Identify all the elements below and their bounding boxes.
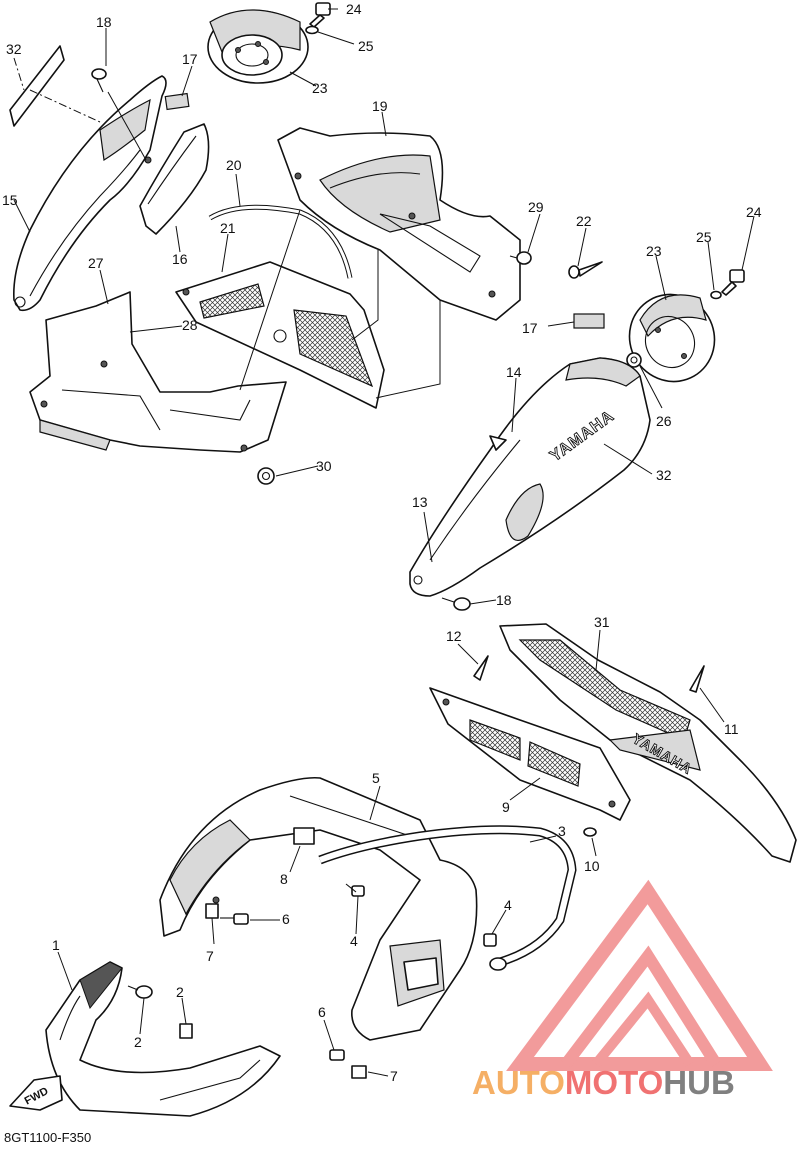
part-4-bolt-right <box>483 933 497 947</box>
callout-32-right: 32 <box>656 467 672 483</box>
part-14-muffler-cover: YAMAHA <box>409 357 651 597</box>
callout-8: 8 <box>280 871 288 887</box>
callout-29: 29 <box>528 199 544 215</box>
part-6-bolt-center <box>220 913 249 925</box>
callout-21: 21 <box>220 220 236 236</box>
callout-18: 18 <box>96 14 112 30</box>
part-2-screw-right <box>179 1023 193 1039</box>
part-23-end-cap-right <box>628 293 716 383</box>
part-4-bolt-center <box>345 883 365 897</box>
callout-6: 6 <box>282 911 290 927</box>
callout-labels: 24 25 23 18 32 17 15 16 20 19 21 27 28 3… <box>2 1 762 1084</box>
callout-11: 11 <box>724 721 739 737</box>
part-10-clip <box>583 827 597 837</box>
callout-5: 5 <box>372 770 380 786</box>
fwd-arrow: FWD <box>9 1075 63 1111</box>
callout-17-right: 17 <box>522 320 538 336</box>
callout-25: 25 <box>358 38 374 54</box>
callout-4-center: 4 <box>350 933 358 949</box>
callout-2-right: 2 <box>176 984 184 1000</box>
callout-2-left: 2 <box>134 1034 142 1050</box>
callout-28: 28 <box>182 317 198 333</box>
callout-7-lower: 7 <box>390 1068 398 1084</box>
callout-7-center: 7 <box>206 948 214 964</box>
callout-14: 14 <box>506 364 522 380</box>
watermark-triangle-icon <box>506 879 773 1071</box>
callout-30: 30 <box>316 458 332 474</box>
part-9-mesh-bracket <box>429 687 631 821</box>
part-25-washer-right <box>710 290 722 300</box>
part-3-stay-bar <box>318 825 577 971</box>
callout-20: 20 <box>226 157 242 173</box>
callout-12: 12 <box>446 628 462 644</box>
part-8-damper <box>293 827 315 845</box>
callout-23-right: 23 <box>646 243 662 259</box>
callout-17: 17 <box>182 51 198 67</box>
part-18-screw-right <box>441 597 471 611</box>
callout-10: 10 <box>584 858 600 874</box>
callout-13: 13 <box>412 494 428 510</box>
part-17-damper-top <box>164 92 190 111</box>
part-18-screw-left <box>91 68 107 93</box>
callout-25-right: 25 <box>696 229 712 245</box>
part-27-bracket-assembly <box>29 291 287 453</box>
callout-24: 24 <box>346 1 362 17</box>
callout-26: 26 <box>656 413 672 429</box>
part-1-front-cowl <box>45 961 281 1117</box>
part-17-damper-right <box>573 313 605 329</box>
part-11-rivet <box>689 665 705 693</box>
part-31-side-panel: YAMAHA <box>499 623 797 863</box>
callout-23: 23 <box>312 80 328 96</box>
part-12-rivet <box>473 655 489 681</box>
callout-16: 16 <box>172 251 188 267</box>
part-24-bolt-top <box>309 2 331 28</box>
callout-18-right: 18 <box>496 592 512 608</box>
callout-32: 32 <box>6 41 22 57</box>
part-29-nut <box>509 251 532 265</box>
part-24-bolt-right <box>721 269 745 296</box>
part-22-rivet <box>568 261 603 279</box>
leader-lines <box>13 8 755 1077</box>
callout-4-right: 4 <box>504 897 512 913</box>
callout-31: 31 <box>594 614 610 630</box>
part-32-emblem-decal-left <box>9 45 65 127</box>
part-7-clip-lower <box>351 1065 367 1079</box>
part-6-bolt-lower <box>329 1049 345 1061</box>
part-2-screw-left <box>127 985 153 999</box>
part-7-clip-center <box>205 903 219 919</box>
callout-24-right: 24 <box>746 204 762 220</box>
callout-1: 1 <box>52 937 60 953</box>
part-26-nut <box>626 352 642 368</box>
callout-22: 22 <box>576 213 592 229</box>
callout-3: 3 <box>558 823 566 839</box>
part-16-inner-panel <box>139 123 210 235</box>
callout-19: 19 <box>372 98 388 114</box>
drawing-code: 8GT1100-F350 <box>4 1130 91 1145</box>
callout-15: 15 <box>2 192 18 208</box>
part-25-washer-top <box>305 25 319 35</box>
part-23-end-cap-top <box>207 9 309 84</box>
part-21-mesh-bracket <box>175 261 385 409</box>
part-20-weatherstrip <box>209 205 352 279</box>
part-15-side-cover <box>13 75 167 312</box>
watermark-text: AUTOMOTOHUB <box>472 1064 735 1101</box>
part-30-nut <box>257 467 275 485</box>
part-19-inner-cover <box>277 127 521 321</box>
callout-6-lower: 6 <box>318 1004 326 1020</box>
callout-27: 27 <box>88 255 104 271</box>
automotohub-watermark: AUTOMOTOHUB <box>472 879 773 1101</box>
callout-9: 9 <box>502 799 510 815</box>
